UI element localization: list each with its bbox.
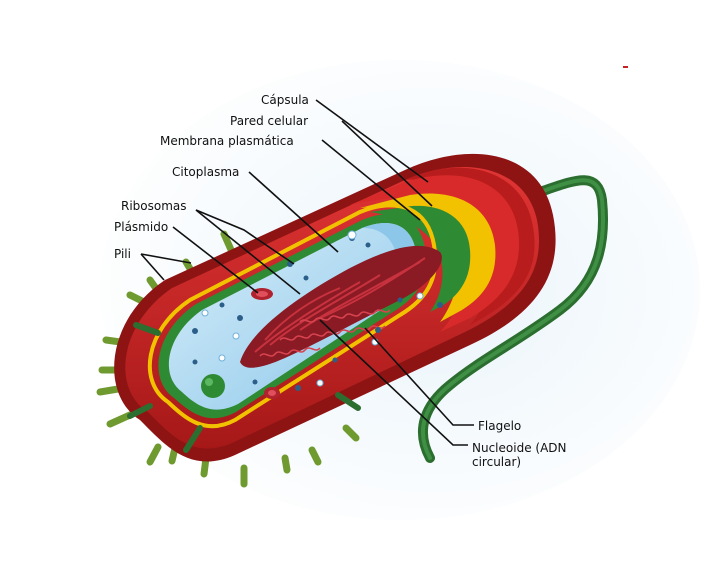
pilus xyxy=(308,446,322,466)
leader-cytoplasm xyxy=(248,171,339,253)
leader-nucleoid xyxy=(319,319,468,446)
ribosome xyxy=(219,302,225,308)
pilus xyxy=(220,230,236,256)
ribosome xyxy=(295,385,301,391)
pilus xyxy=(183,425,203,453)
leader-capsule xyxy=(315,99,429,183)
leader-pili-1 xyxy=(140,253,192,264)
leader-plasmid xyxy=(172,226,259,294)
label-cytoplasm: Citoplasma xyxy=(172,165,239,179)
pilus xyxy=(106,411,134,428)
label-capsule: Cápsula xyxy=(261,93,309,107)
ribosome xyxy=(397,297,403,303)
label-pili: Pili xyxy=(114,247,131,261)
label-ribosomes: Ribosomas xyxy=(121,199,187,213)
cutaway-layers xyxy=(350,175,520,332)
pilus xyxy=(133,322,161,336)
leader-pili-2 xyxy=(140,253,165,281)
label-plasma-membrane: Membrana plasmática xyxy=(160,134,294,148)
cell-wall xyxy=(147,203,438,429)
granule xyxy=(201,374,225,398)
leader-membrane xyxy=(321,139,421,221)
ribosome xyxy=(332,357,338,363)
leader-lines xyxy=(140,99,474,446)
label-nucleoid-line1: Nucleoide (ADN xyxy=(472,441,567,455)
label-plasmid: Plásmido xyxy=(114,220,168,234)
pilus xyxy=(96,385,122,396)
leader-flagellum xyxy=(364,327,474,426)
pilus xyxy=(127,403,153,419)
pilus xyxy=(146,443,162,466)
label-cell-wall: Pared celular xyxy=(230,114,308,128)
ribosome xyxy=(192,328,198,334)
nucleoid xyxy=(240,245,442,368)
leader-ribosomes xyxy=(195,209,295,265)
ribosome xyxy=(303,275,309,281)
ribosome xyxy=(375,327,381,333)
pilus xyxy=(281,454,291,474)
ribosome xyxy=(252,379,258,385)
leader-ribosomes-2 xyxy=(195,209,301,295)
label-nucleoid-line2: circular) xyxy=(472,455,521,469)
leader-cell-wall xyxy=(341,120,433,207)
label-flagellum: Flagelo xyxy=(478,419,521,433)
ribosome xyxy=(437,302,443,308)
labels: Cápsula Pared celular Membrana plasmátic… xyxy=(114,93,567,469)
ribosome xyxy=(365,242,371,248)
corner-mark xyxy=(623,66,628,68)
pilus xyxy=(335,392,361,411)
pilus xyxy=(342,424,360,442)
membrane-cut xyxy=(370,205,471,312)
ribosome xyxy=(192,359,198,365)
ribosome xyxy=(237,315,243,321)
